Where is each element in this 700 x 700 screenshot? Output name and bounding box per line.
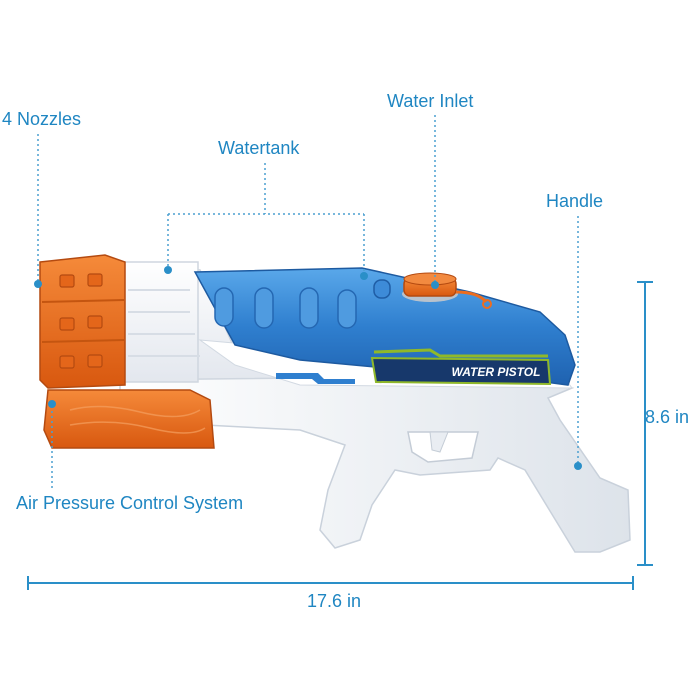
water-gun: WATER PISTOL: [39, 254, 631, 553]
barrel-ribs: [214, 287, 357, 329]
leader-lines: [37, 115, 579, 488]
trigger: [429, 431, 449, 453]
label-water-inlet: Water Inlet: [387, 91, 474, 111]
nozzle-holes: [59, 273, 103, 369]
nozzle-ridges: [41, 299, 125, 343]
gun-lower-body: [119, 351, 631, 553]
dimension-height: [637, 281, 653, 566]
leader-watertank: [167, 163, 365, 276]
label-handle: Handle: [546, 191, 604, 211]
side-blue-piece: [276, 373, 355, 384]
dimension-width: [27, 576, 634, 590]
top-knob: [373, 279, 391, 299]
label-height-dimension: 8.6 in: [645, 407, 690, 427]
pump-handle: [43, 389, 215, 449]
water-tank-front: [117, 261, 199, 383]
decal-text: WATER PISTOL: [452, 365, 541, 379]
leader-dots: [34, 266, 582, 470]
label-width-dimension: 17.6 in: [307, 591, 362, 611]
nozzle-block: [39, 254, 126, 389]
decal-stripe: [373, 348, 548, 358]
trigger-guard: [407, 431, 479, 463]
water-tank-ridges: [128, 289, 200, 357]
pump-handle-texture: [69, 405, 206, 434]
label-air-pressure-control: Air Pressure Control System: [16, 493, 244, 513]
label-watertank: Watertank: [218, 138, 300, 158]
water-inlet-cap: [402, 272, 492, 309]
decal-band: [370, 356, 552, 386]
label-nozzles: 4 Nozzles: [2, 109, 82, 129]
